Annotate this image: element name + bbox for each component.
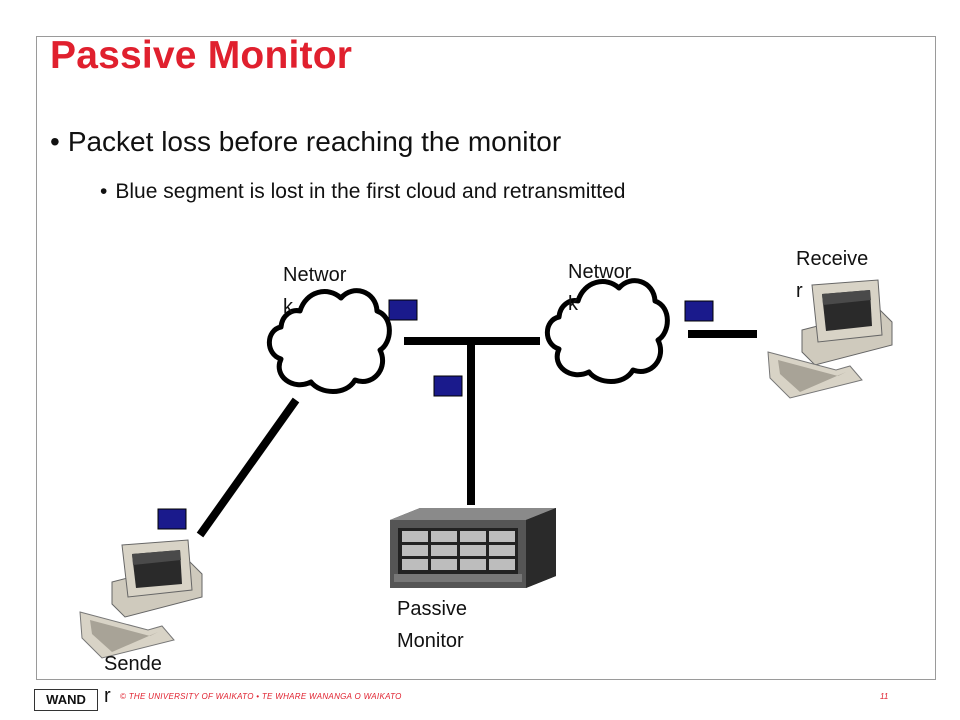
- wand-logo: WAND: [34, 689, 98, 711]
- footer-text: © THE UNIVERSITY OF WAIKATO • TE WHARE W…: [120, 692, 402, 701]
- packet-near-sender: [157, 508, 187, 530]
- network-right-label: Networ k: [568, 261, 632, 315]
- passive-monitor-label: Passive Monitor: [397, 598, 468, 652]
- page-number: 11: [880, 692, 889, 701]
- network-cloud-left: [266, 288, 392, 394]
- frame-bottom-border: [36, 679, 936, 680]
- link-sender-to-cloud: [196, 397, 300, 538]
- sender-computer: [79, 539, 203, 659]
- bullet-sub: • Blue segment is lost in the first cloud…: [100, 180, 625, 204]
- frame-top-border: [36, 36, 936, 37]
- bullet-main: •Packet loss before reaching the monitor: [50, 126, 561, 158]
- bullet-dot: •: [100, 180, 108, 203]
- network-cloud-right: [544, 278, 670, 384]
- network-left-label: Networ k: [283, 264, 347, 318]
- bullet-sub-text: Blue segment is lost in the first cloud …: [115, 180, 626, 203]
- packet-near-receiver: [684, 300, 714, 322]
- sender-label: Sende r: [104, 653, 162, 707]
- slide-title: Passive Monitor: [50, 34, 353, 77]
- receiver-label: Receive r: [796, 248, 869, 302]
- frame-left-border: [36, 36, 37, 679]
- passive-monitor-device: [390, 508, 556, 588]
- frame-right-border: [935, 36, 936, 679]
- bullet-dot: •: [50, 126, 60, 157]
- bullet-main-text: Packet loss before reaching the monitor: [67, 126, 562, 157]
- packet-toward-monitor: [433, 375, 463, 397]
- packet-after-left-cloud: [388, 299, 418, 321]
- receiver-computer: [767, 279, 893, 399]
